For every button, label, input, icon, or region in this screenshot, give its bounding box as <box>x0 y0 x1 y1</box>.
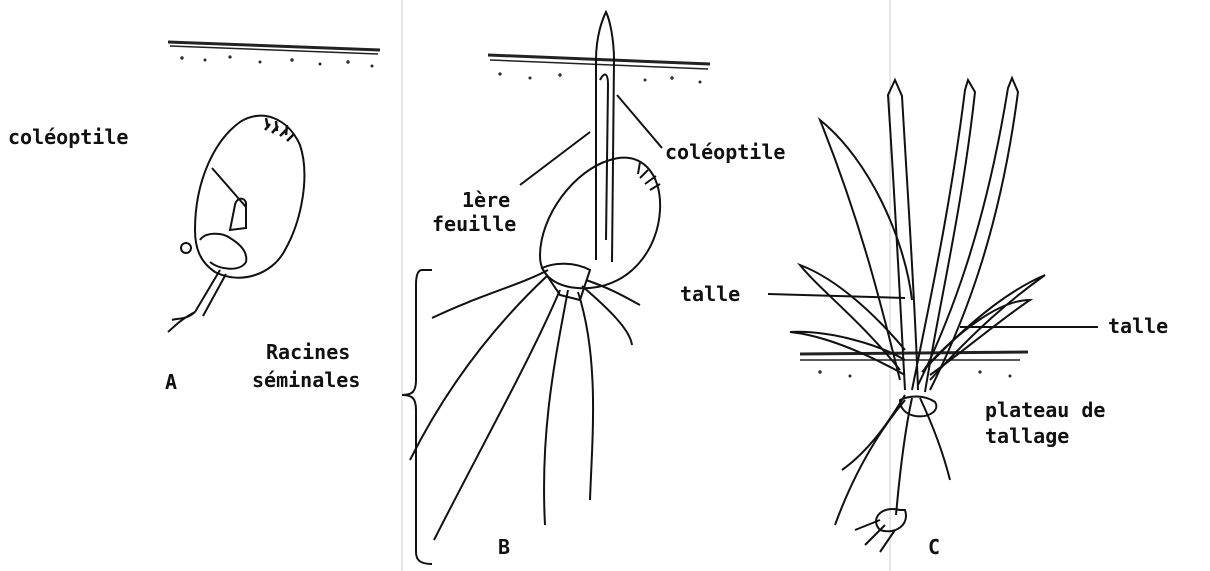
seed-a <box>168 116 304 332</box>
label-premiere-feuille-1: 1ère <box>462 188 510 212</box>
label-panel-b: B <box>498 535 510 559</box>
label-talle-left: talle <box>680 282 740 306</box>
plant-c <box>790 78 1045 552</box>
talle-left-pointer <box>768 294 905 298</box>
label-plateau-1: plateau de <box>985 398 1105 422</box>
label-coleoptile-a: coléoptile <box>8 125 128 149</box>
label-racines-1: Racines <box>266 340 350 364</box>
seedling-b <box>410 12 660 540</box>
soil-line-c <box>800 352 1028 377</box>
label-panel-c: C <box>928 535 940 559</box>
soil-line-b <box>488 55 710 83</box>
label-premiere-feuille-2: feuille <box>432 212 516 236</box>
label-plateau-2: tallage <box>985 424 1069 448</box>
coleoptile-a-pointer <box>212 168 246 207</box>
label-panel-a: A <box>165 370 177 394</box>
label-coleoptile-b: coléoptile <box>665 140 785 164</box>
label-talle-right: talle <box>1108 314 1168 338</box>
racines-bracket <box>402 270 432 564</box>
label-racines-2: séminales <box>252 368 360 392</box>
soil-line-a <box>168 42 380 67</box>
coleoptile-b-pointer <box>617 95 662 148</box>
